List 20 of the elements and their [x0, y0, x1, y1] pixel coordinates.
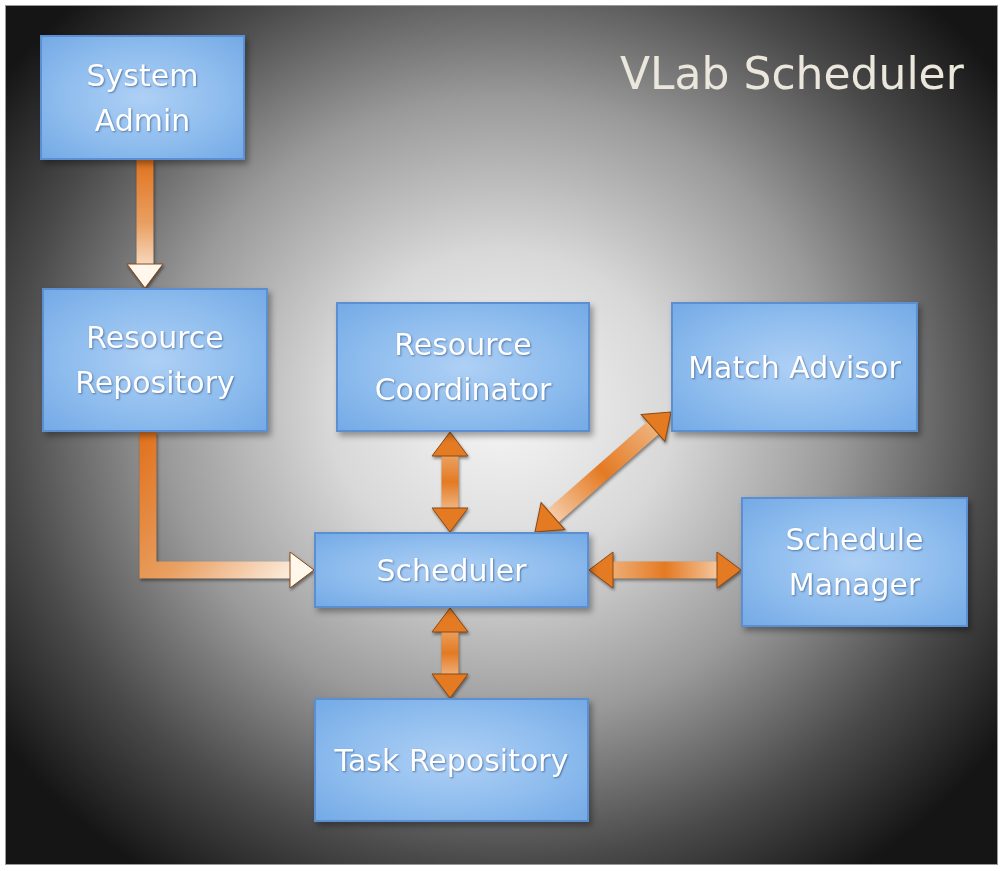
arrow [126, 160, 164, 289]
component-box [741, 497, 968, 627]
box-label: Resource Repository [74, 319, 236, 402]
component-box [314, 532, 589, 608]
diagram-title: VLab Scheduler [620, 48, 965, 99]
arrow [139, 432, 315, 589]
component-box [671, 302, 918, 432]
box-label: Resource Coordinator [373, 326, 553, 409]
box-label: System Admin [85, 56, 200, 140]
component-box [42, 288, 268, 432]
box-label: Task Repository [333, 741, 570, 780]
double-arrow [431, 607, 469, 699]
component-box [336, 302, 590, 432]
component-box [314, 698, 589, 822]
double-arrow [431, 431, 469, 533]
double-arrow [588, 551, 742, 589]
box-label: Match Advisor [687, 348, 902, 387]
box-label: Schedule Manager [784, 521, 925, 604]
box-label: Scheduler [375, 551, 528, 590]
component-box [40, 35, 245, 160]
